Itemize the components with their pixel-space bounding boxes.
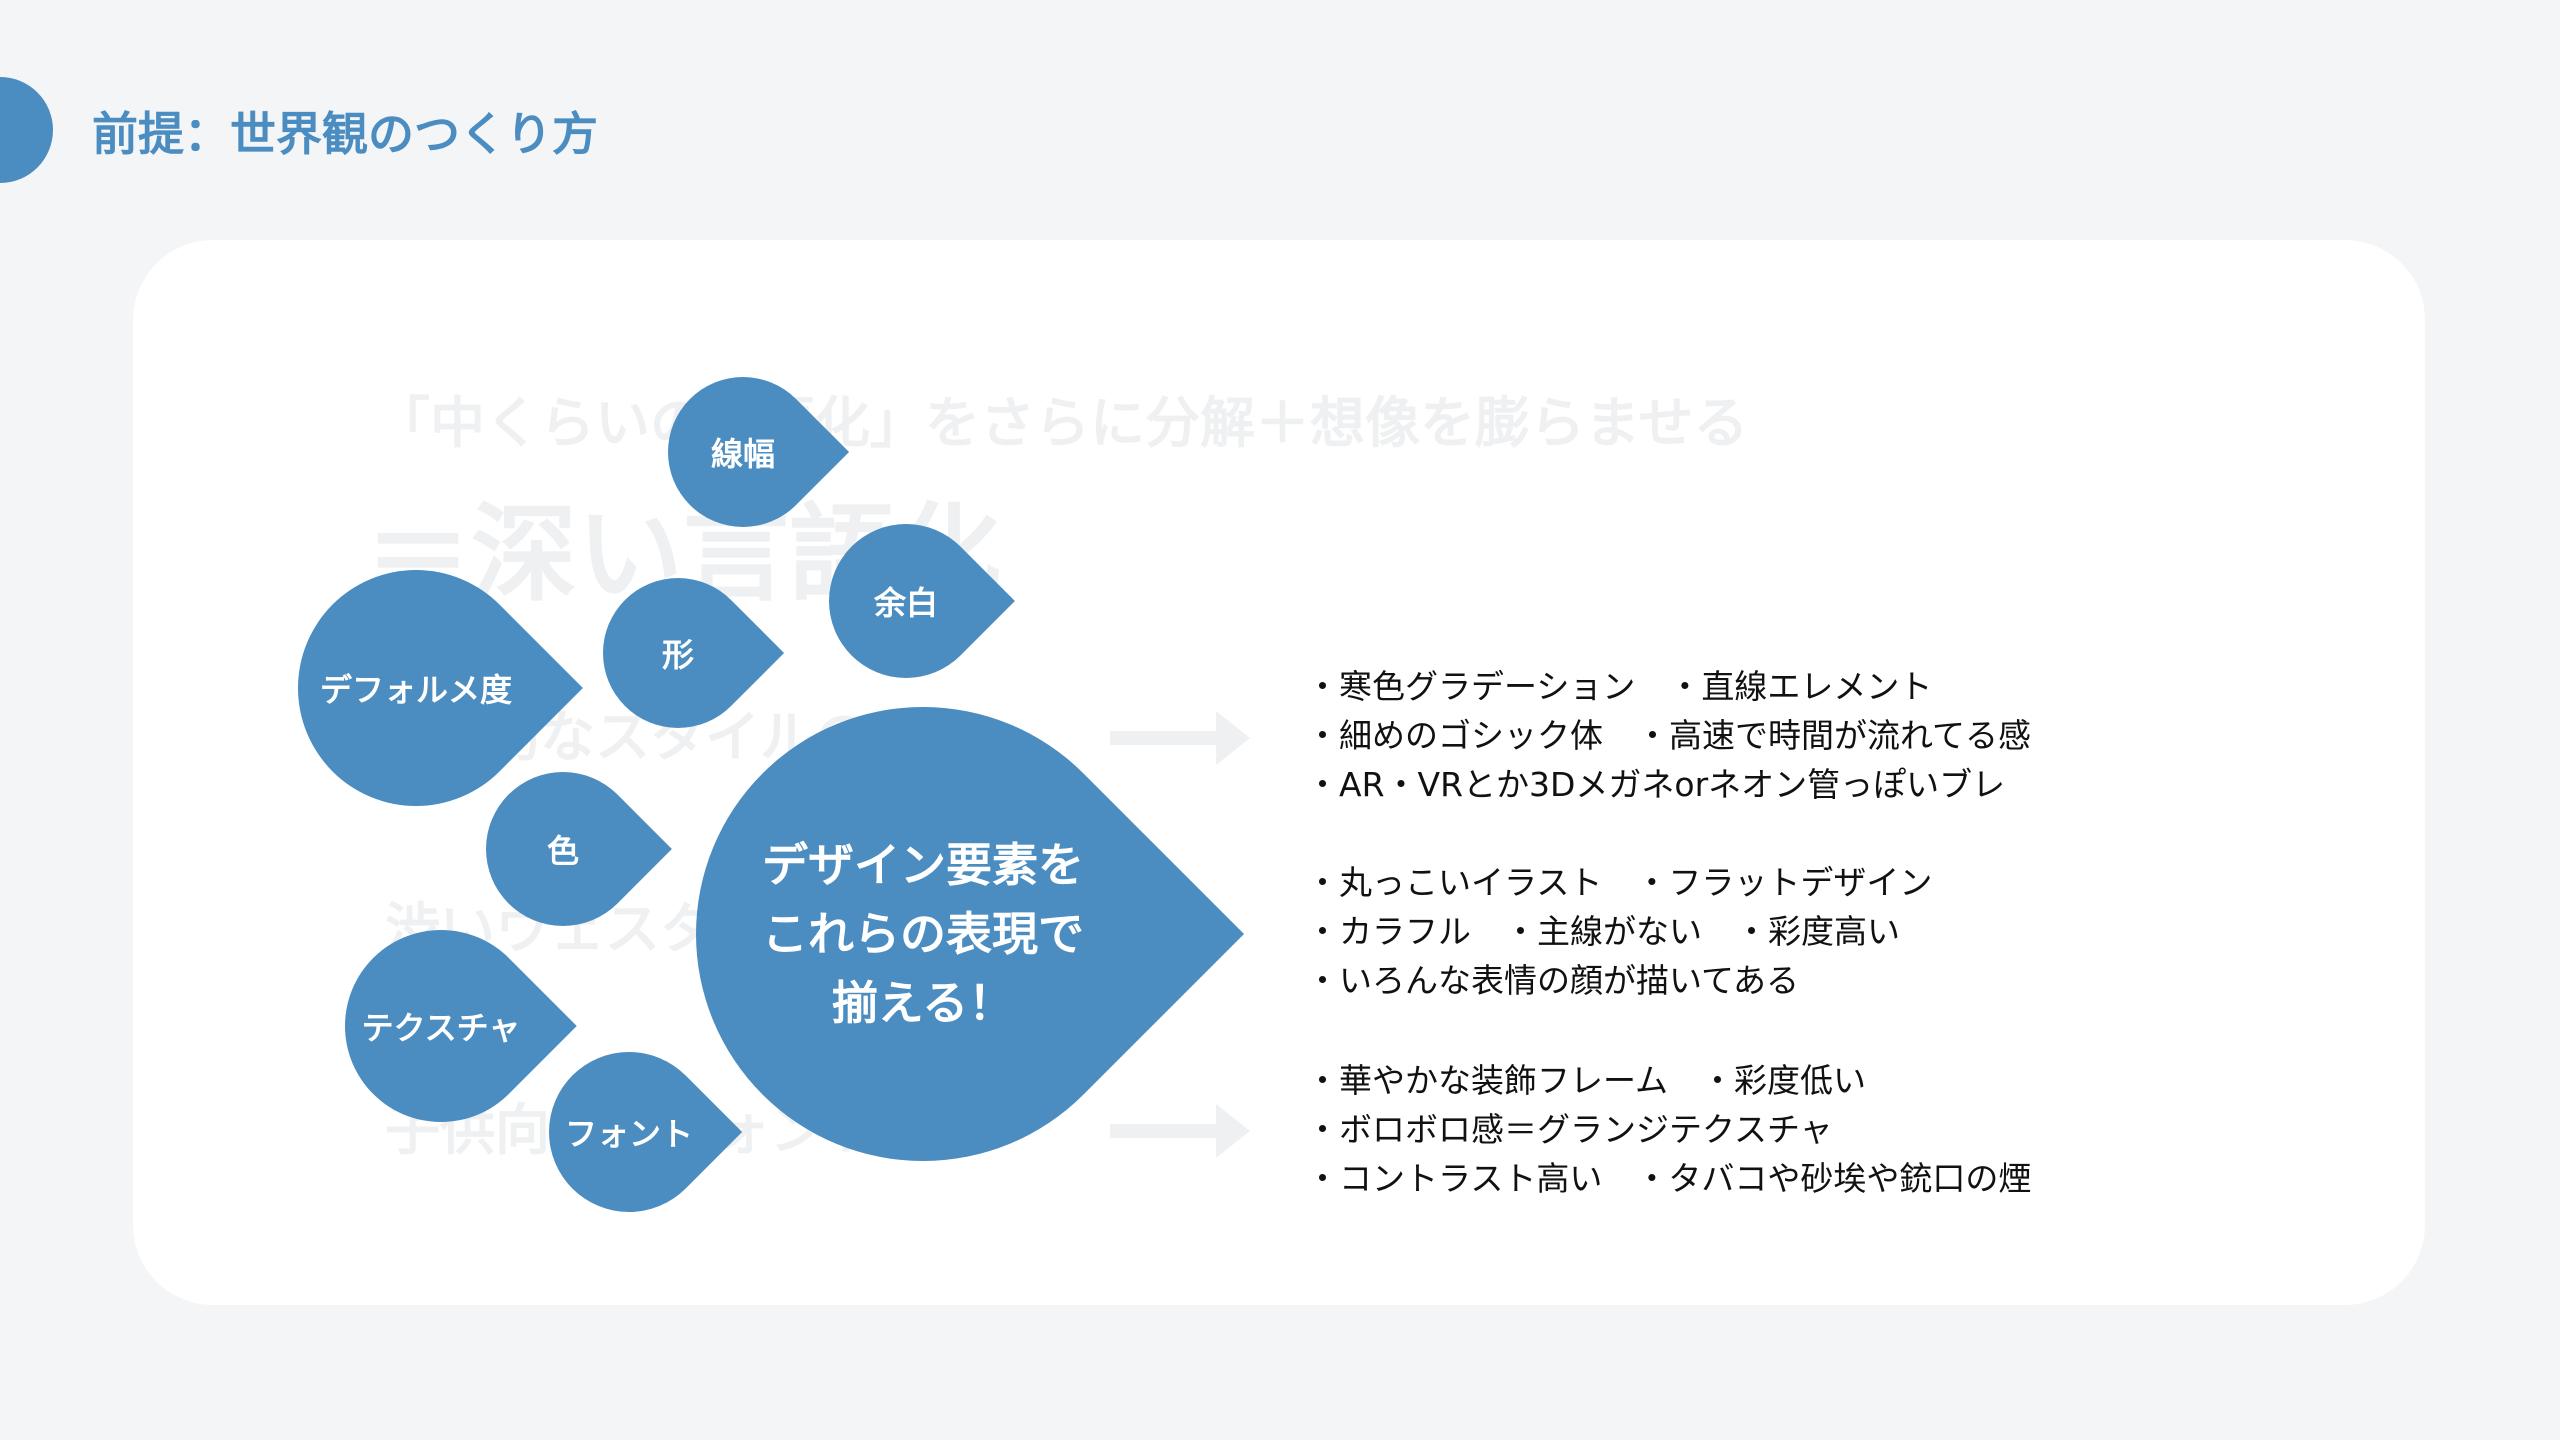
drop-shape: 形 — [571, 546, 785, 760]
bullet-item: ・コントラスト高い ・タバコや砂埃や銃口の煙 — [1306, 1159, 2032, 1198]
page-title: 前提：世界観のつくり方 — [92, 107, 598, 161]
drop-color: 色 — [454, 740, 672, 958]
drop-center-message: デザイン要素を これらの表現で 揃える！ — [601, 612, 1245, 1256]
title-accent-dot — [0, 77, 53, 183]
bullet-item: ・華やかな装飾フレーム ・彩度低い — [1306, 1061, 1867, 1100]
bullet-item: ・カラフル ・主線がない ・彩度高い — [1306, 912, 1900, 951]
drop-whitespace: 余白 — [797, 492, 1015, 710]
bullet-item: ・細めのゴシック体 ・高速で時間が流れてる感 — [1306, 716, 2032, 755]
bullet-item: ・AR・VRとか3Dメガネorネオン管っぽいブレ — [1306, 765, 2006, 804]
bullet-item: ・ボロボロ感＝グランジテクスチャ — [1306, 1110, 1833, 1149]
ghost-arrow-icon — [1110, 1104, 1250, 1158]
drop-deformation: デフォルメ度 — [249, 521, 583, 855]
ghost-text: 「中くらいの言語化」をさらに分解＋想像を膨らませる — [375, 391, 1749, 455]
drop-line-width: 線幅 — [636, 345, 850, 559]
bullet-item: ・いろんな表情の顔が描いてある — [1306, 961, 1800, 1000]
ghost-arrow-icon — [1110, 711, 1250, 765]
drop-font: フォント — [515, 1018, 743, 1246]
bullet-item: ・丸っこいイラスト ・フラットデザイン — [1306, 863, 1933, 902]
bullet-item: ・寒色グラデーション ・直線エレメント — [1306, 667, 1933, 706]
drop-texture: テクスチャ — [305, 890, 577, 1162]
content-card — [133, 240, 2425, 1305]
